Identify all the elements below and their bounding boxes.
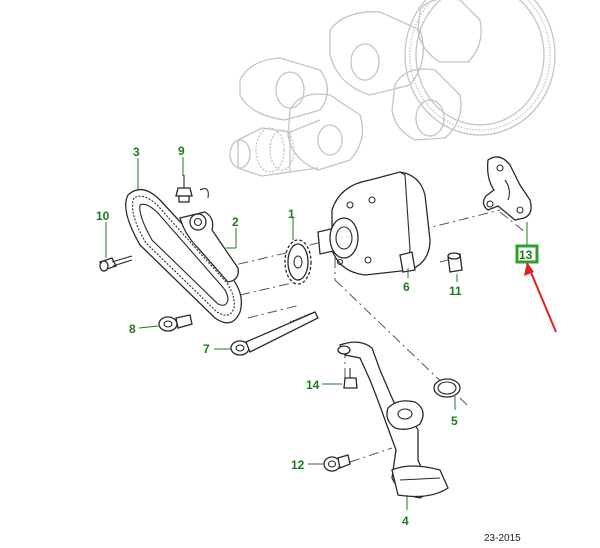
callout-12: 12 bbox=[291, 458, 305, 472]
callout-11: 11 bbox=[449, 284, 462, 298]
callout-10: 10 bbox=[96, 209, 110, 223]
bolt-12 bbox=[323, 454, 351, 472]
callout-9: 9 bbox=[178, 144, 185, 158]
callout-1: 1 bbox=[288, 207, 295, 221]
pointer-arrow bbox=[524, 262, 557, 333]
figure-reference: 23-2015 bbox=[484, 533, 521, 544]
callout-13: 13 bbox=[519, 248, 533, 262]
bolt-14 bbox=[343, 368, 358, 389]
pump-bracket bbox=[482, 156, 532, 221]
bolt-8 bbox=[158, 314, 193, 332]
crankshaft-ghost bbox=[229, 0, 556, 177]
callout-2: 2 bbox=[232, 215, 239, 229]
callout-5: 5 bbox=[451, 414, 458, 428]
oil-pump bbox=[317, 171, 431, 276]
o-ring bbox=[433, 378, 461, 398]
pump-sprocket bbox=[284, 239, 312, 285]
callout-8: 8 bbox=[129, 322, 136, 336]
dowel-11 bbox=[447, 252, 463, 273]
callout-7: 7 bbox=[203, 342, 210, 356]
callout-4: 4 bbox=[402, 514, 409, 528]
chain-tensioner bbox=[179, 188, 239, 283]
bolt-7 bbox=[230, 311, 319, 356]
bolt-10 bbox=[99, 255, 133, 272]
callout-3: 3 bbox=[133, 145, 140, 159]
bolt-9 bbox=[175, 175, 193, 203]
callout-14: 14 bbox=[306, 378, 320, 392]
timing-chain bbox=[125, 188, 243, 324]
leader-lines bbox=[105, 157, 528, 510]
oil-pickup-tube bbox=[337, 341, 449, 499]
callout-6: 6 bbox=[403, 280, 410, 294]
